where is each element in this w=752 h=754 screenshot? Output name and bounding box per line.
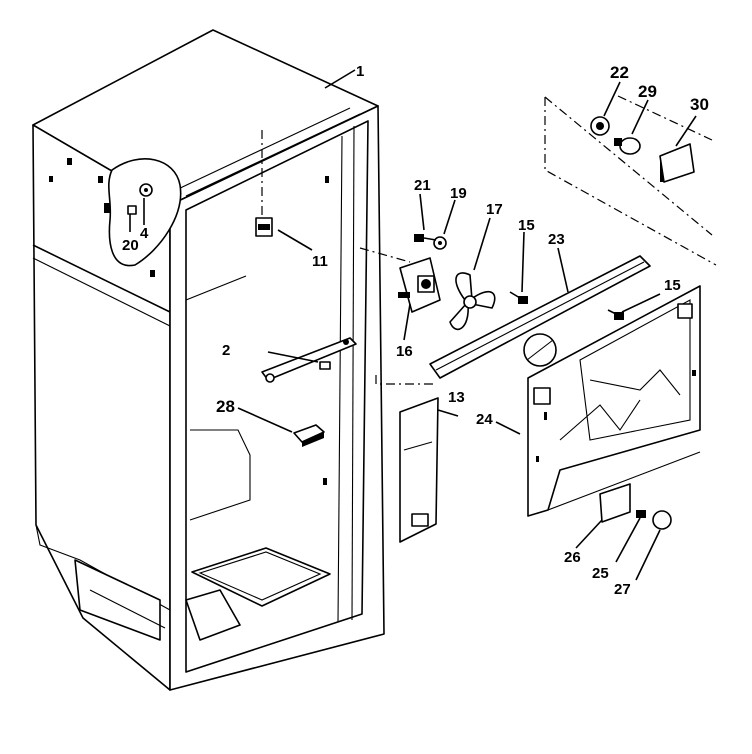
bulb-part-29 (614, 137, 641, 155)
fan-blade-part-17 (449, 272, 496, 331)
label-part-27: 27 (614, 581, 631, 598)
harness-part-2 (261, 337, 357, 383)
label-part-28: 28 (216, 397, 235, 416)
screw-part-15-left (509, 291, 528, 304)
part-number-labels: 1 2 4 11 13 15 15 16 17 19 20 21 22 23 2… (122, 63, 709, 598)
grommet-part-19 (433, 236, 447, 250)
bracket-part-26 (599, 483, 631, 523)
lamp-cover-part-30 (659, 143, 695, 183)
screw-part-21 (414, 234, 437, 242)
label-part-13: 13 (448, 389, 465, 406)
label-part-15-left: 15 (518, 217, 535, 234)
label-part-23: 23 (548, 231, 565, 248)
refrigerator-cabinet (32, 29, 434, 691)
label-part-17: 17 (486, 201, 503, 218)
connector-part-28 (293, 424, 325, 447)
connector-part-11 (255, 217, 273, 237)
fan-motor-part-16 (398, 257, 441, 313)
label-part-25: 25 (592, 565, 609, 582)
control-part-4-20 (104, 183, 153, 215)
label-part-19: 19 (450, 185, 467, 202)
label-part-22: 22 (610, 63, 629, 82)
label-part-30: 30 (690, 95, 709, 114)
label-part-29: 29 (638, 82, 657, 101)
label-part-4: 4 (140, 225, 149, 242)
screw-part-15-right (607, 309, 624, 320)
trough-part-13 (399, 397, 439, 543)
duct-part-23 (429, 255, 651, 379)
label-part-24: 24 (476, 411, 493, 428)
label-part-26: 26 (564, 549, 581, 566)
knob-part-27 (652, 510, 672, 530)
label-part-21: 21 (414, 177, 431, 194)
socket-part-22 (590, 116, 610, 136)
label-part-15-right: 15 (664, 277, 681, 294)
screw-part-25 (636, 510, 646, 518)
label-part-2: 2 (222, 342, 230, 359)
label-part-16: 16 (396, 343, 413, 360)
label-part-1: 1 (356, 63, 364, 80)
label-part-11: 11 (312, 253, 328, 270)
evaporator-cover-part-24 (527, 285, 701, 517)
label-part-20: 20 (122, 237, 139, 254)
leader-lines (129, 69, 697, 581)
